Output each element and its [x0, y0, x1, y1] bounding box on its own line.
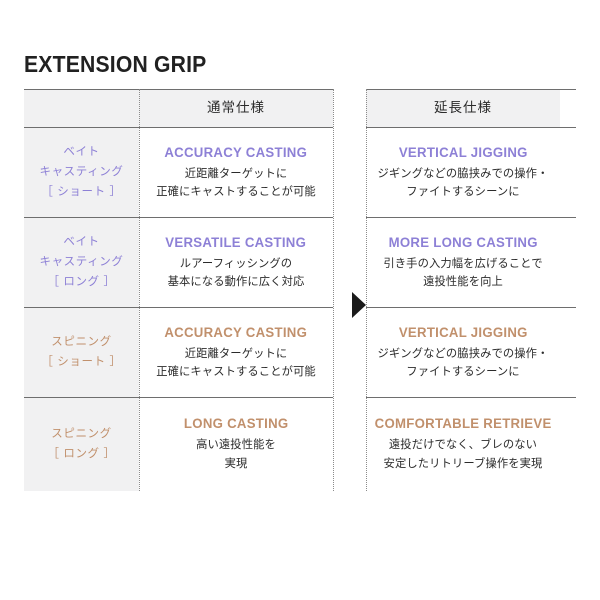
column-divider-mid-right: [366, 89, 368, 491]
spec-desc-line: 遠投性能を向上: [423, 276, 503, 288]
table-header-row: 通常仕様 延長仕様: [24, 89, 576, 128]
spec-title: MORE LONG CASTING: [388, 234, 538, 251]
spec-desc-line: 近距離ターゲットに: [184, 167, 288, 180]
rule-row-bottom-left: [24, 397, 333, 398]
row-extended-cell: MORE LONG CASTING 引き手の入力幅を広げることで 遠投性能を向上: [366, 218, 560, 308]
row-normal-cell: LONG CASTING 高い遠投性能を 実現: [139, 398, 333, 491]
rule-top-left: [24, 89, 333, 90]
spec-desc-line: 遠投だけでなく、ブレのない: [388, 439, 538, 452]
spec-desc-line: 高い遠投性能を: [196, 439, 276, 452]
spec-desc-line: 近距離ターゲットに: [184, 347, 288, 360]
extension-grip-table: 通常仕様 延長仕様 ベイト キャスティング ［ ショート ］ ACCURACY …: [24, 89, 576, 491]
spec-title: COMFORTABLE RETRIEVE: [374, 416, 552, 433]
triangle-right-shape: [351, 292, 366, 318]
spec-desc-line: ルアーフィッシングの: [179, 257, 293, 270]
spec-desc-line: ジギングなどの脇挟みでの操作・: [377, 167, 549, 180]
row-normal-cell: ACCURACY CASTING 近距離ターゲットに 正確にキャストすることが可…: [139, 308, 333, 398]
row-label-cell: ベイト キャスティング ［ ロング ］: [24, 218, 139, 308]
header-normal-label: 通常仕様: [207, 100, 265, 116]
row-label-line: ベイト: [63, 146, 100, 159]
spec-title: ACCURACY CASTING: [164, 324, 308, 341]
row-extended-cell: VERTICAL JIGGING ジギングなどの脇挟みでの操作・ ファイトするシ…: [366, 308, 560, 398]
spec-desc-line: 基本になる動作に広く対応: [167, 276, 305, 288]
page-title: EXTENSION GRIP: [24, 51, 207, 77]
rule-row-bottom-right: [366, 397, 576, 398]
rule-row-bottom-right: [366, 217, 576, 218]
row-label-line: キャスティング: [39, 256, 124, 269]
spec-desc-line: ファイトするシーンに: [406, 366, 520, 378]
header-extended-cell: 延長仕様: [366, 89, 560, 128]
rule-row-bottom-left: [24, 217, 333, 218]
spec-desc-line: ジギングなどの脇挟みでの操作・: [377, 347, 549, 360]
header-extended-label: 延長仕様: [434, 100, 492, 116]
spec-desc-line: 安定したリトリーブ操作を実現: [383, 457, 543, 470]
rule-header-bottom-left: [24, 127, 333, 128]
row-label-line: スピニング: [51, 336, 112, 349]
table-row: ベイト キャスティング ［ ショート ］ ACCURACY CASTING 近距…: [24, 128, 576, 218]
spec-title: ACCURACY CASTING: [164, 144, 308, 161]
row-gap-cell: [333, 398, 366, 491]
row-gap-cell: [333, 128, 366, 218]
header-gap-cell: [333, 89, 366, 128]
spec-title: VERSATILE CASTING: [165, 234, 307, 251]
column-divider-left: [139, 89, 141, 491]
row-label-line: ベイト: [63, 236, 100, 249]
row-normal-cell: ACCURACY CASTING 近距離ターゲットに 正確にキャストすることが可…: [139, 128, 333, 218]
row-label-line: ［ ショート ］: [41, 356, 122, 368]
spec-desc-line: 引き手の入力幅を広げることで: [383, 257, 543, 270]
spec-desc-line: 正確にキャストすることが可能: [156, 366, 316, 378]
row-label-cell: ベイト キャスティング ［ ショート ］: [24, 128, 139, 218]
rule-row-bottom-left: [24, 307, 333, 308]
table-row: スピニング ［ ショート ］ ACCURACY CASTING 近距離ターゲット…: [24, 308, 576, 398]
spec-title: VERTICAL JIGGING: [398, 144, 528, 161]
row-label-cell: スピニング ［ ロング ］: [24, 398, 139, 491]
spec-desc-line: 正確にキャストすることが可能: [156, 186, 316, 198]
row-normal-cell: VERSATILE CASTING ルアーフィッシングの 基本になる動作に広く対…: [139, 218, 333, 308]
spec-title: VERTICAL JIGGING: [398, 324, 528, 341]
column-divider-mid-left: [333, 89, 335, 491]
row-label-line: スピニング: [51, 427, 112, 440]
rule-header-bottom-right: [366, 127, 576, 128]
triangle-right-icon: [342, 290, 375, 320]
row-gap-cell: [333, 308, 366, 398]
rule-top-right: [366, 89, 576, 90]
row-label-line: ［ ロング ］: [47, 447, 116, 460]
spec-desc-line: ファイトするシーンに: [406, 186, 520, 198]
header-corner-cell: [24, 89, 139, 128]
header-normal-cell: 通常仕様: [139, 89, 333, 128]
row-label-cell: スピニング ［ ショート ］: [24, 308, 139, 398]
row-label-line: キャスティング: [39, 166, 124, 179]
row-label-line: ［ ショート ］: [41, 185, 122, 198]
row-extended-cell: VERTICAL JIGGING ジギングなどの脇挟みでの操作・ ファイトするシ…: [366, 128, 560, 218]
rule-row-bottom-right: [366, 307, 576, 308]
table-row: ベイト キャスティング ［ ロング ］ VERSATILE CASTING ルア…: [24, 218, 576, 308]
row-extended-cell: COMFORTABLE RETRIEVE 遠投だけでなく、ブレのない 安定したリ…: [366, 398, 560, 491]
table-row: スピニング ［ ロング ］ LONG CASTING 高い遠投性能を 実現 CO…: [24, 398, 576, 491]
row-label-line: ［ ロング ］: [47, 275, 116, 288]
spec-title: LONG CASTING: [183, 416, 289, 433]
spec-desc-line: 実現: [224, 457, 248, 470]
